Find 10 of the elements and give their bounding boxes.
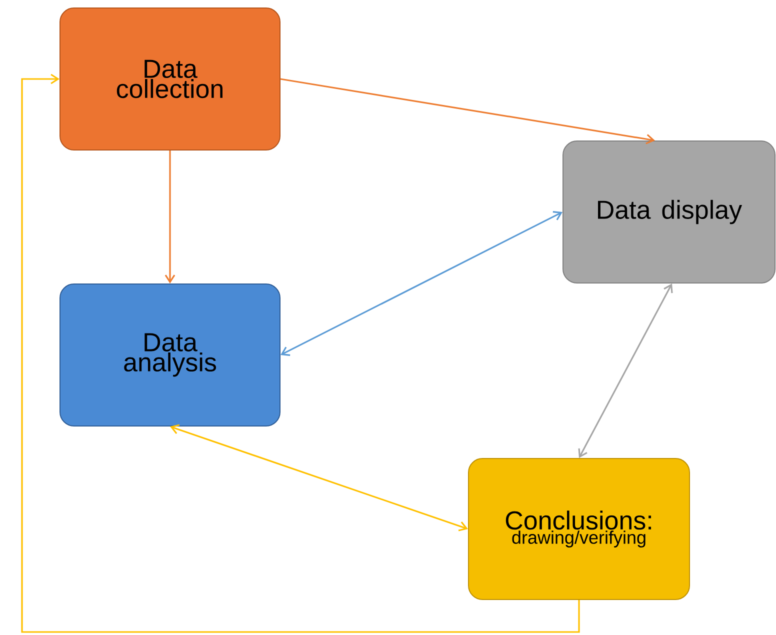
arrow bbox=[280, 78, 655, 144]
process-box: Conclusions: drawing/verifying bbox=[468, 458, 690, 600]
arrow bbox=[170, 424, 468, 532]
process-box: Data display bbox=[562, 140, 776, 284]
arrow bbox=[578, 284, 673, 458]
arrow bbox=[164, 150, 176, 284]
arrow bbox=[280, 211, 562, 356]
process-box: Data analysis bbox=[60, 284, 280, 426]
arrow bbox=[21, 74, 580, 633]
process-box: Data collection bbox=[60, 8, 280, 150]
